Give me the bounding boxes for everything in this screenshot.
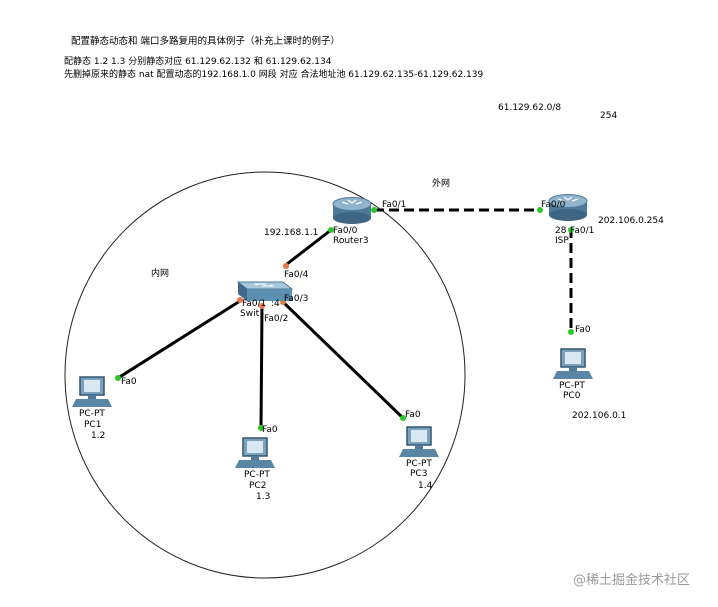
pc3-port: Fa0: [405, 410, 421, 420]
links: [117, 208, 573, 429]
port-dot-switch-fa04: [283, 263, 289, 269]
port-dots: [115, 207, 574, 431]
inside-network-boundary: [64, 171, 466, 579]
pc2-ip: 1.3: [256, 492, 271, 502]
pc0-ip: 202.106.0.1: [572, 411, 627, 421]
port-dot-pc1: [115, 375, 121, 381]
isp-model: 28: [555, 226, 567, 236]
switch-name: Swit: [240, 309, 260, 319]
watermark: @稀土掘金技术社区: [573, 573, 691, 588]
pc2-type: PC-PT: [244, 470, 270, 480]
isp-name: ISP: [555, 236, 569, 246]
pc3-type: PC-PT: [406, 459, 432, 469]
router-name: Router3: [333, 236, 369, 246]
pc2-icon: [235, 437, 275, 468]
isp-outside-ip: 202.106.0.254: [598, 216, 664, 226]
diagram-title: 配置静态动态和 端口多路复用的具体例子（补充上课时的例子）: [71, 36, 341, 47]
switch-port-sep: :4: [271, 299, 280, 309]
switch-port-fa03: Fa0/3: [284, 294, 309, 304]
port-dot-router-fa01: [371, 207, 377, 213]
router-inside-ip: 192.168.1.1: [264, 228, 319, 238]
switch-icon: [236, 281, 294, 301]
pc3-icon: [399, 426, 439, 457]
router-port-fa00: Fa0/0: [333, 226, 358, 236]
port-dot-isp-fa01: [568, 227, 574, 233]
note-line-2: 先删掉原来的静态 nat 配置动态的192.168.1.0 网段 对应 合法地址…: [64, 70, 484, 80]
note-line-1: 配静态 1.2 1.3 分别静态对应 61.129.62.132 和 61.12…: [64, 57, 332, 67]
pc1-name: PC1: [84, 420, 102, 430]
port-dot-pc3: [400, 415, 406, 421]
switch-port-fa04: Fa0/4: [284, 270, 309, 280]
port-dot-switch-fa01: [237, 297, 243, 303]
link-switch-pc2: [259, 305, 264, 429]
link-switch-pc1: [117, 299, 241, 380]
link-router-switch: [286, 228, 332, 266]
pc3-name: PC3: [410, 469, 428, 479]
pc0-port: Fa0: [575, 325, 591, 335]
pc1-port: Fa0: [121, 377, 137, 387]
pc1-ip: 1.2: [91, 431, 106, 441]
router-icon: [332, 197, 372, 224]
pc0-type: PC-PT: [559, 381, 585, 391]
inside-zone-label: 内网: [151, 269, 170, 279]
isp-router-icon: [548, 194, 588, 221]
pc0-name: PC0: [563, 391, 581, 401]
pc3-ip: 1.4: [418, 481, 433, 491]
port-dot-isp-fa00: [537, 207, 543, 213]
switch-port-fa01: Fa0/1: [242, 299, 267, 309]
public-254-label: 254: [600, 111, 618, 121]
pc2-port: Fa0: [262, 425, 278, 435]
pc1-icon: [72, 376, 112, 407]
pc0-icon: [553, 348, 593, 379]
public-network-label: 61.129.62.0/8: [498, 103, 562, 113]
port-dot-pc0: [568, 329, 574, 335]
pc1-type: PC-PT: [79, 409, 105, 419]
switch-port-fa02: Fa0/2: [264, 314, 289, 324]
port-dot-pc2: [258, 425, 264, 431]
port-dot-router-fa00: [328, 227, 334, 233]
isp-port-fa00: Fa0/0: [541, 200, 566, 210]
isp-port-fa01: Fa0/1: [570, 226, 595, 236]
pc2-name: PC2: [249, 481, 267, 491]
router-port-fa01: Fa0/1: [382, 200, 407, 210]
outside-zone-label: 外网: [432, 179, 451, 189]
link-switch-pc3: [281, 300, 405, 420]
port-dot-switch-fa02: [259, 303, 265, 309]
